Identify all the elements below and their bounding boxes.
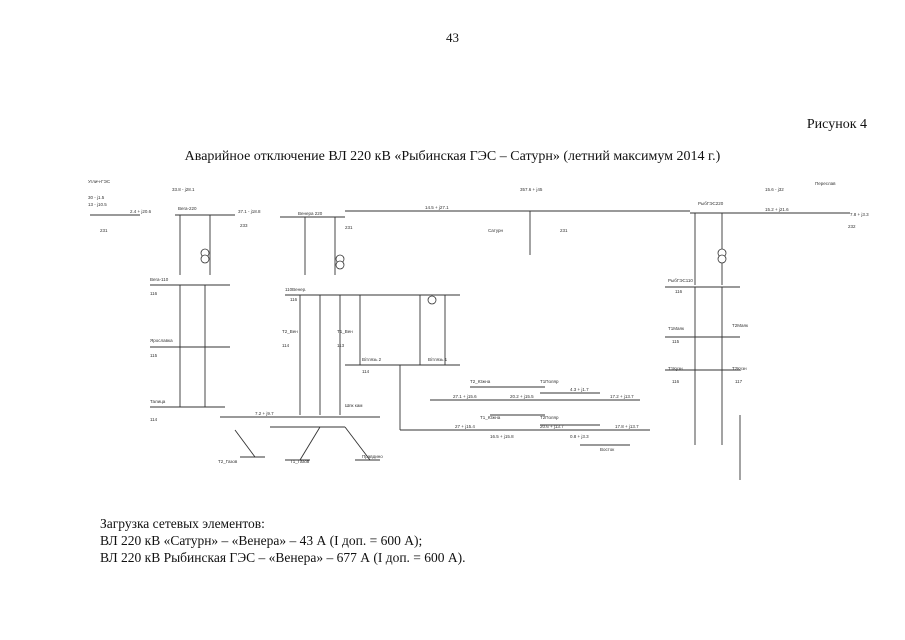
flow-label: 20.6 + j13.7 [540, 424, 564, 429]
node-pereslavl: Переслав [815, 181, 836, 186]
node-vega110: Вега-110 [150, 277, 169, 282]
page-number: 43 [446, 30, 459, 45]
figure-title: Аварийное отключение ВЛ 220 кВ «Рыбинска… [184, 149, 721, 164]
caption-line-2: ВЛ 220 кВ Рыбинская ГЭС – «Венера» – 677… [100, 550, 466, 565]
voltage-label: 115 [672, 339, 680, 344]
power-grid-diagram: Углич-ГЭС Вега-220 Венера 220 Сатурн Рыб… [88, 179, 869, 480]
node-rybges: РыбГЭС220 [698, 201, 724, 206]
flow-label: 0.8 + j3.3 [570, 434, 589, 439]
voltage-label: 115 [150, 353, 158, 358]
flow-label: 357.6 + j45 [520, 187, 543, 192]
node-t1yuzhn: Т1_Южна [480, 415, 501, 420]
voltage-label: 113 [337, 343, 345, 348]
node-labels: Углич-ГЭС Вега-220 Венера 220 Сатурн Рыб… [88, 179, 836, 464]
node-shpk: Шпк кам [345, 403, 362, 408]
flow-label: 15.2 + j21.6 [765, 207, 789, 212]
caption-heading: Загрузка сетевых элементов: [100, 516, 265, 531]
voltage-label: 232 [848, 224, 856, 229]
voltage-label: 231 [560, 228, 568, 233]
transformer-symbols [200, 248, 727, 305]
flow-label: 7.8 + j3.3 [850, 212, 869, 217]
voltage-label: 116 [675, 289, 683, 294]
node-t2venera: Т2_Вен [282, 329, 298, 334]
node-vitlyazh1: Вітлязь 1 [428, 357, 448, 362]
node-venera110: 110Венер. [285, 287, 306, 292]
voltage-label: 114 [362, 369, 370, 374]
node-rybges110: РыбГЭС110 [668, 278, 693, 283]
flow-label: 4.3 + j1.7 [570, 387, 589, 392]
voltage-labels: 231 233 231 231 232 116 115 114 116 114 … [100, 223, 856, 422]
node-talitsa: Талица [150, 399, 166, 404]
flow-label: 37.1 - j18.8 [238, 209, 261, 214]
node-t1polyar: Т1Поляр [540, 379, 559, 384]
node-t2polyar: Т2Поляр [540, 415, 559, 420]
node-t1mayak: Т1Маяк [668, 326, 684, 331]
flow-label: 30 - j1.5 [88, 195, 105, 200]
voltage-label: 116 [150, 291, 158, 296]
network-lines [90, 210, 850, 480]
node-t1venera: Т1_Вен [337, 329, 353, 334]
node-t2kuzn: Т2Кузн [732, 366, 747, 371]
flow-label: 20.2 + j15.5 [510, 394, 534, 399]
flow-label: 2.4 + j20.6 [130, 209, 152, 214]
node-vega220: Вега-220 [178, 206, 197, 211]
voltage-label: 114 [150, 417, 158, 422]
flow-label: 33.8 - j28.1 [172, 187, 195, 192]
flow-label: 15.6 - j32 [765, 187, 784, 192]
node-t1kuzn: Т1Кузн [668, 366, 683, 371]
caption-line-1: ВЛ 220 кВ «Сатурн» – «Венера» – 43 А (I … [100, 533, 423, 548]
flow-label: 17.2 + j13.7 [610, 394, 634, 399]
node-venera220: Венера 220 [298, 211, 323, 216]
caption: Загрузка сетевых элементов: ВЛ 220 кВ «С… [100, 515, 466, 566]
node-t2yuzhn: Т2_Южна [470, 379, 491, 384]
voltage-label: 117 [735, 379, 743, 384]
node-pravdino: Правдино [362, 454, 383, 459]
flow-label: 27.1 + j15.6 [453, 394, 477, 399]
flow-labels: 30 - j1.5 13 - j10.5 2.4 + j20.6 33.8 - … [88, 187, 869, 439]
voltage-label: 116 [290, 297, 298, 302]
node-vostok: Восток [600, 447, 614, 452]
node-t2gazov: Т2_Газов [218, 459, 238, 464]
voltage-label: 231 [345, 225, 353, 230]
node-yaroslavl: Ярославка [150, 338, 173, 343]
figure-label: Рисунок 4 [806, 117, 867, 132]
node-vitlyazh2: Вітлязь 2 [362, 357, 382, 362]
voltage-label: 116 [672, 379, 680, 384]
flow-label: 17.8 + j13.7 [615, 424, 639, 429]
node-t2mayak: Т2Маяк [732, 323, 748, 328]
flow-label: 7.2 + j9.7 [255, 411, 274, 416]
flow-label: 27 + j15.4 [455, 424, 475, 429]
flow-label: 16.5 + j15.8 [490, 434, 514, 439]
flow-label: 14.5 + j27.1 [425, 205, 449, 210]
node-saturn: Сатурн [488, 228, 504, 233]
voltage-label: 231 [100, 228, 108, 233]
voltage-label: 114 [282, 343, 290, 348]
node-uglich: Углич-ГЭС [88, 179, 111, 184]
node-t1gazov: Т1_Газов [290, 459, 310, 464]
flow-label: 13 - j10.5 [88, 202, 107, 207]
voltage-label: 233 [240, 223, 248, 228]
